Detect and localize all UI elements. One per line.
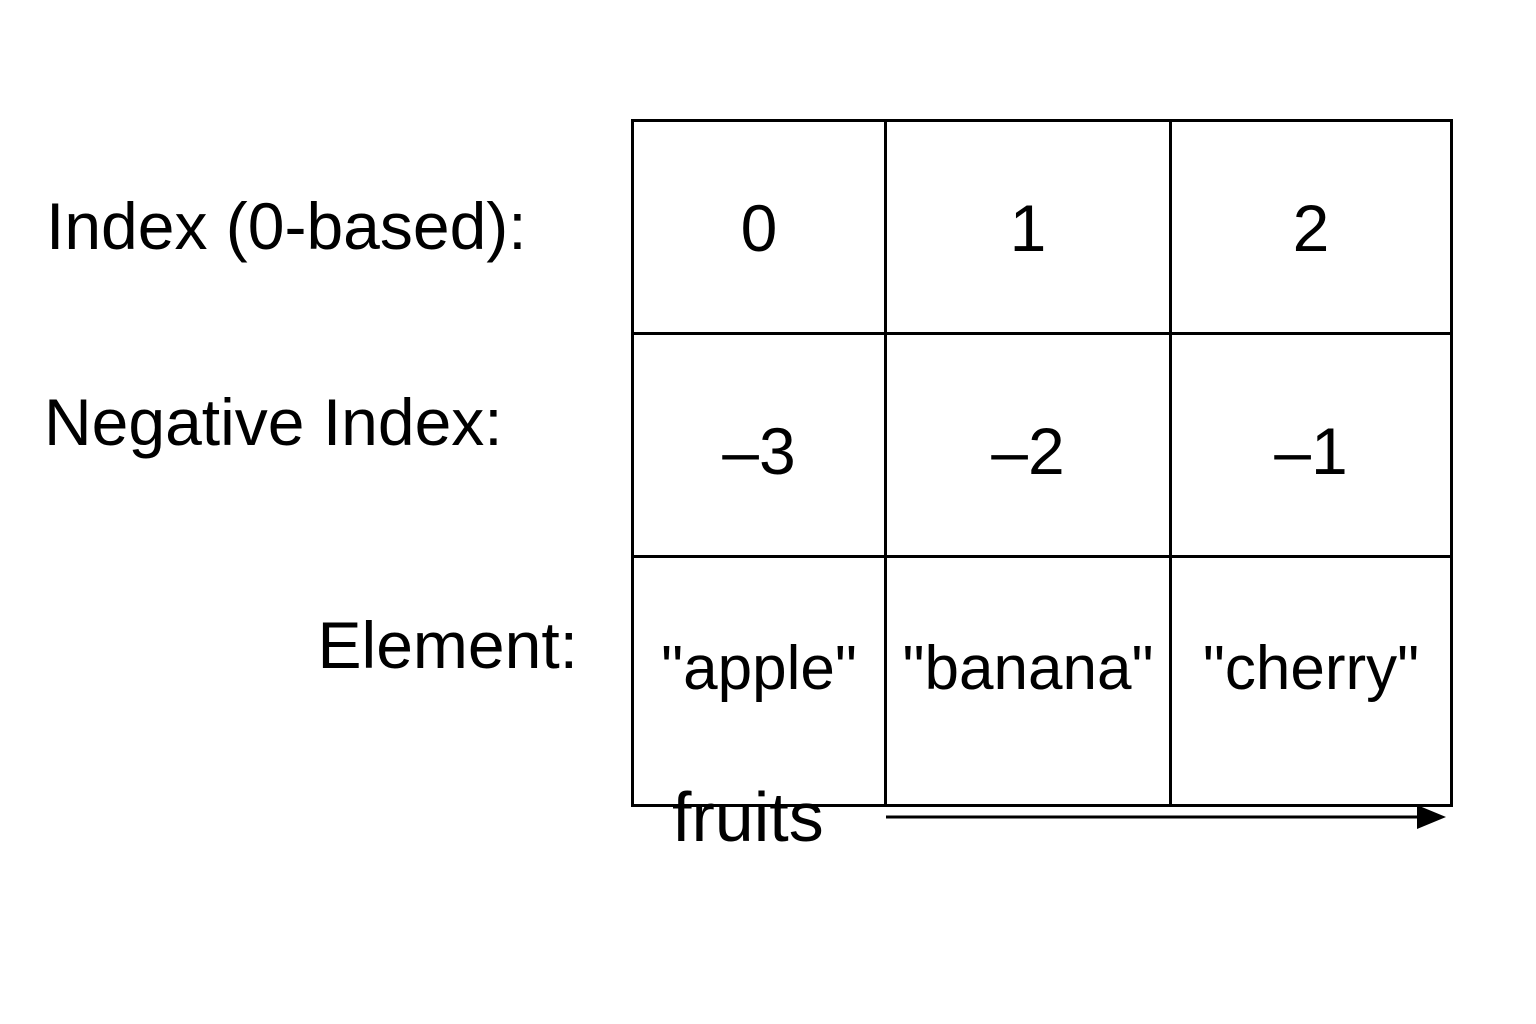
element-cell-0: "apple" [631,555,887,807]
index-row-label: Index (0-based): [46,189,527,263]
negative-index-cell-1: –2 [884,332,1172,558]
element-row: "apple" "banana" "cherry" [631,555,1453,807]
element-cell-1: "banana" [884,555,1172,807]
arrow-head [1417,805,1446,829]
negative-index-row: –3 –2 –1 [631,332,1453,558]
negative-index-cell-2: –1 [1169,332,1453,558]
negative-index-row-label: Negative Index: [44,385,503,459]
index-cell-2: 2 [1169,119,1453,335]
right-arrow-icon [886,805,1446,829]
negative-index-cell-0: –3 [631,332,887,558]
index-cell-1: 1 [884,119,1172,335]
element-row-label: Element: [317,608,578,682]
array-name-label: fruits [672,778,824,856]
index-row: 0 1 2 [631,119,1453,335]
array-table: 0 1 2 –3 –2 –1 "apple" "banana" "cherry" [631,119,1453,807]
element-cell-2: "cherry" [1169,555,1453,807]
index-cell-0: 0 [631,119,887,335]
